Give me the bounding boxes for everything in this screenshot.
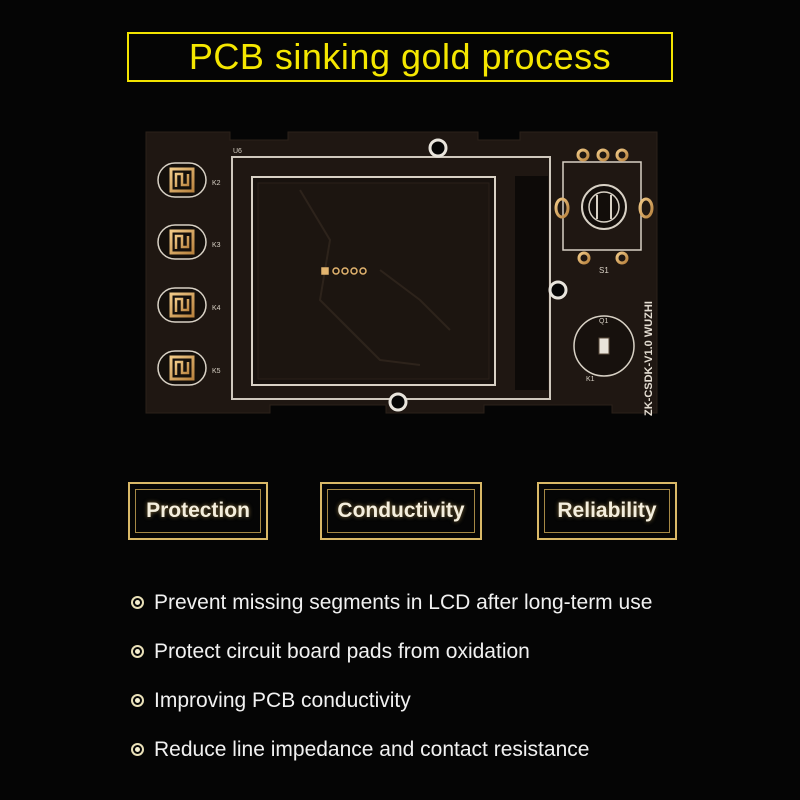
bullet-text: Reduce line impedance and contact resist… (154, 737, 590, 761)
label-k1: K1 (586, 376, 595, 383)
list-item: Improving PCB conductivity (131, 686, 652, 715)
benefit-list: Prevent missing segments in LCD after lo… (131, 588, 652, 784)
feature-reliability: Reliability (537, 482, 677, 540)
feature-protection: Protection (128, 482, 268, 540)
bullet-text: Protect circuit board pads from oxidatio… (154, 639, 530, 663)
label-q1: Q1 (599, 318, 608, 325)
rotary-encoder (554, 148, 654, 265)
feature-conductivity: Conductivity (320, 482, 482, 540)
label-u6: U6 (233, 148, 242, 155)
bullet-text: Improving PCB conductivity (154, 688, 411, 712)
label-s1: S1 (599, 266, 609, 275)
list-item: Prevent missing segments in LCD after lo… (131, 588, 652, 617)
title-frame: PCB sinking gold process (127, 32, 673, 82)
page-title: PCB sinking gold process (188, 36, 612, 77)
list-item: Reduce line impedance and contact resist… (131, 735, 652, 764)
feature-label: Reliability (557, 499, 657, 522)
key-label-k4: K4 (212, 305, 221, 312)
feature-label: Conductivity (337, 499, 465, 522)
bullet-icon (131, 645, 144, 658)
center-pads (321, 267, 367, 275)
bullet-text: Prevent missing segments in LCD after lo… (154, 590, 653, 614)
touch-keys (157, 162, 207, 386)
lcd-inner (257, 182, 490, 380)
feature-label: Protection (146, 499, 250, 522)
key-label-k5: K5 (212, 368, 221, 375)
mount-holes (388, 138, 568, 412)
key-label-k3: K3 (212, 242, 221, 249)
light-sensor (573, 315, 635, 377)
list-item: Protect circuit board pads from oxidatio… (131, 637, 652, 666)
board-side-text: ZK-CSDK-V1.0 WUZHI (643, 301, 655, 416)
bullet-icon (131, 743, 144, 756)
key-label-k2: K2 (212, 180, 221, 187)
bullet-icon (131, 694, 144, 707)
lcd-connector-strip (515, 176, 548, 390)
bullet-icon (131, 596, 144, 609)
